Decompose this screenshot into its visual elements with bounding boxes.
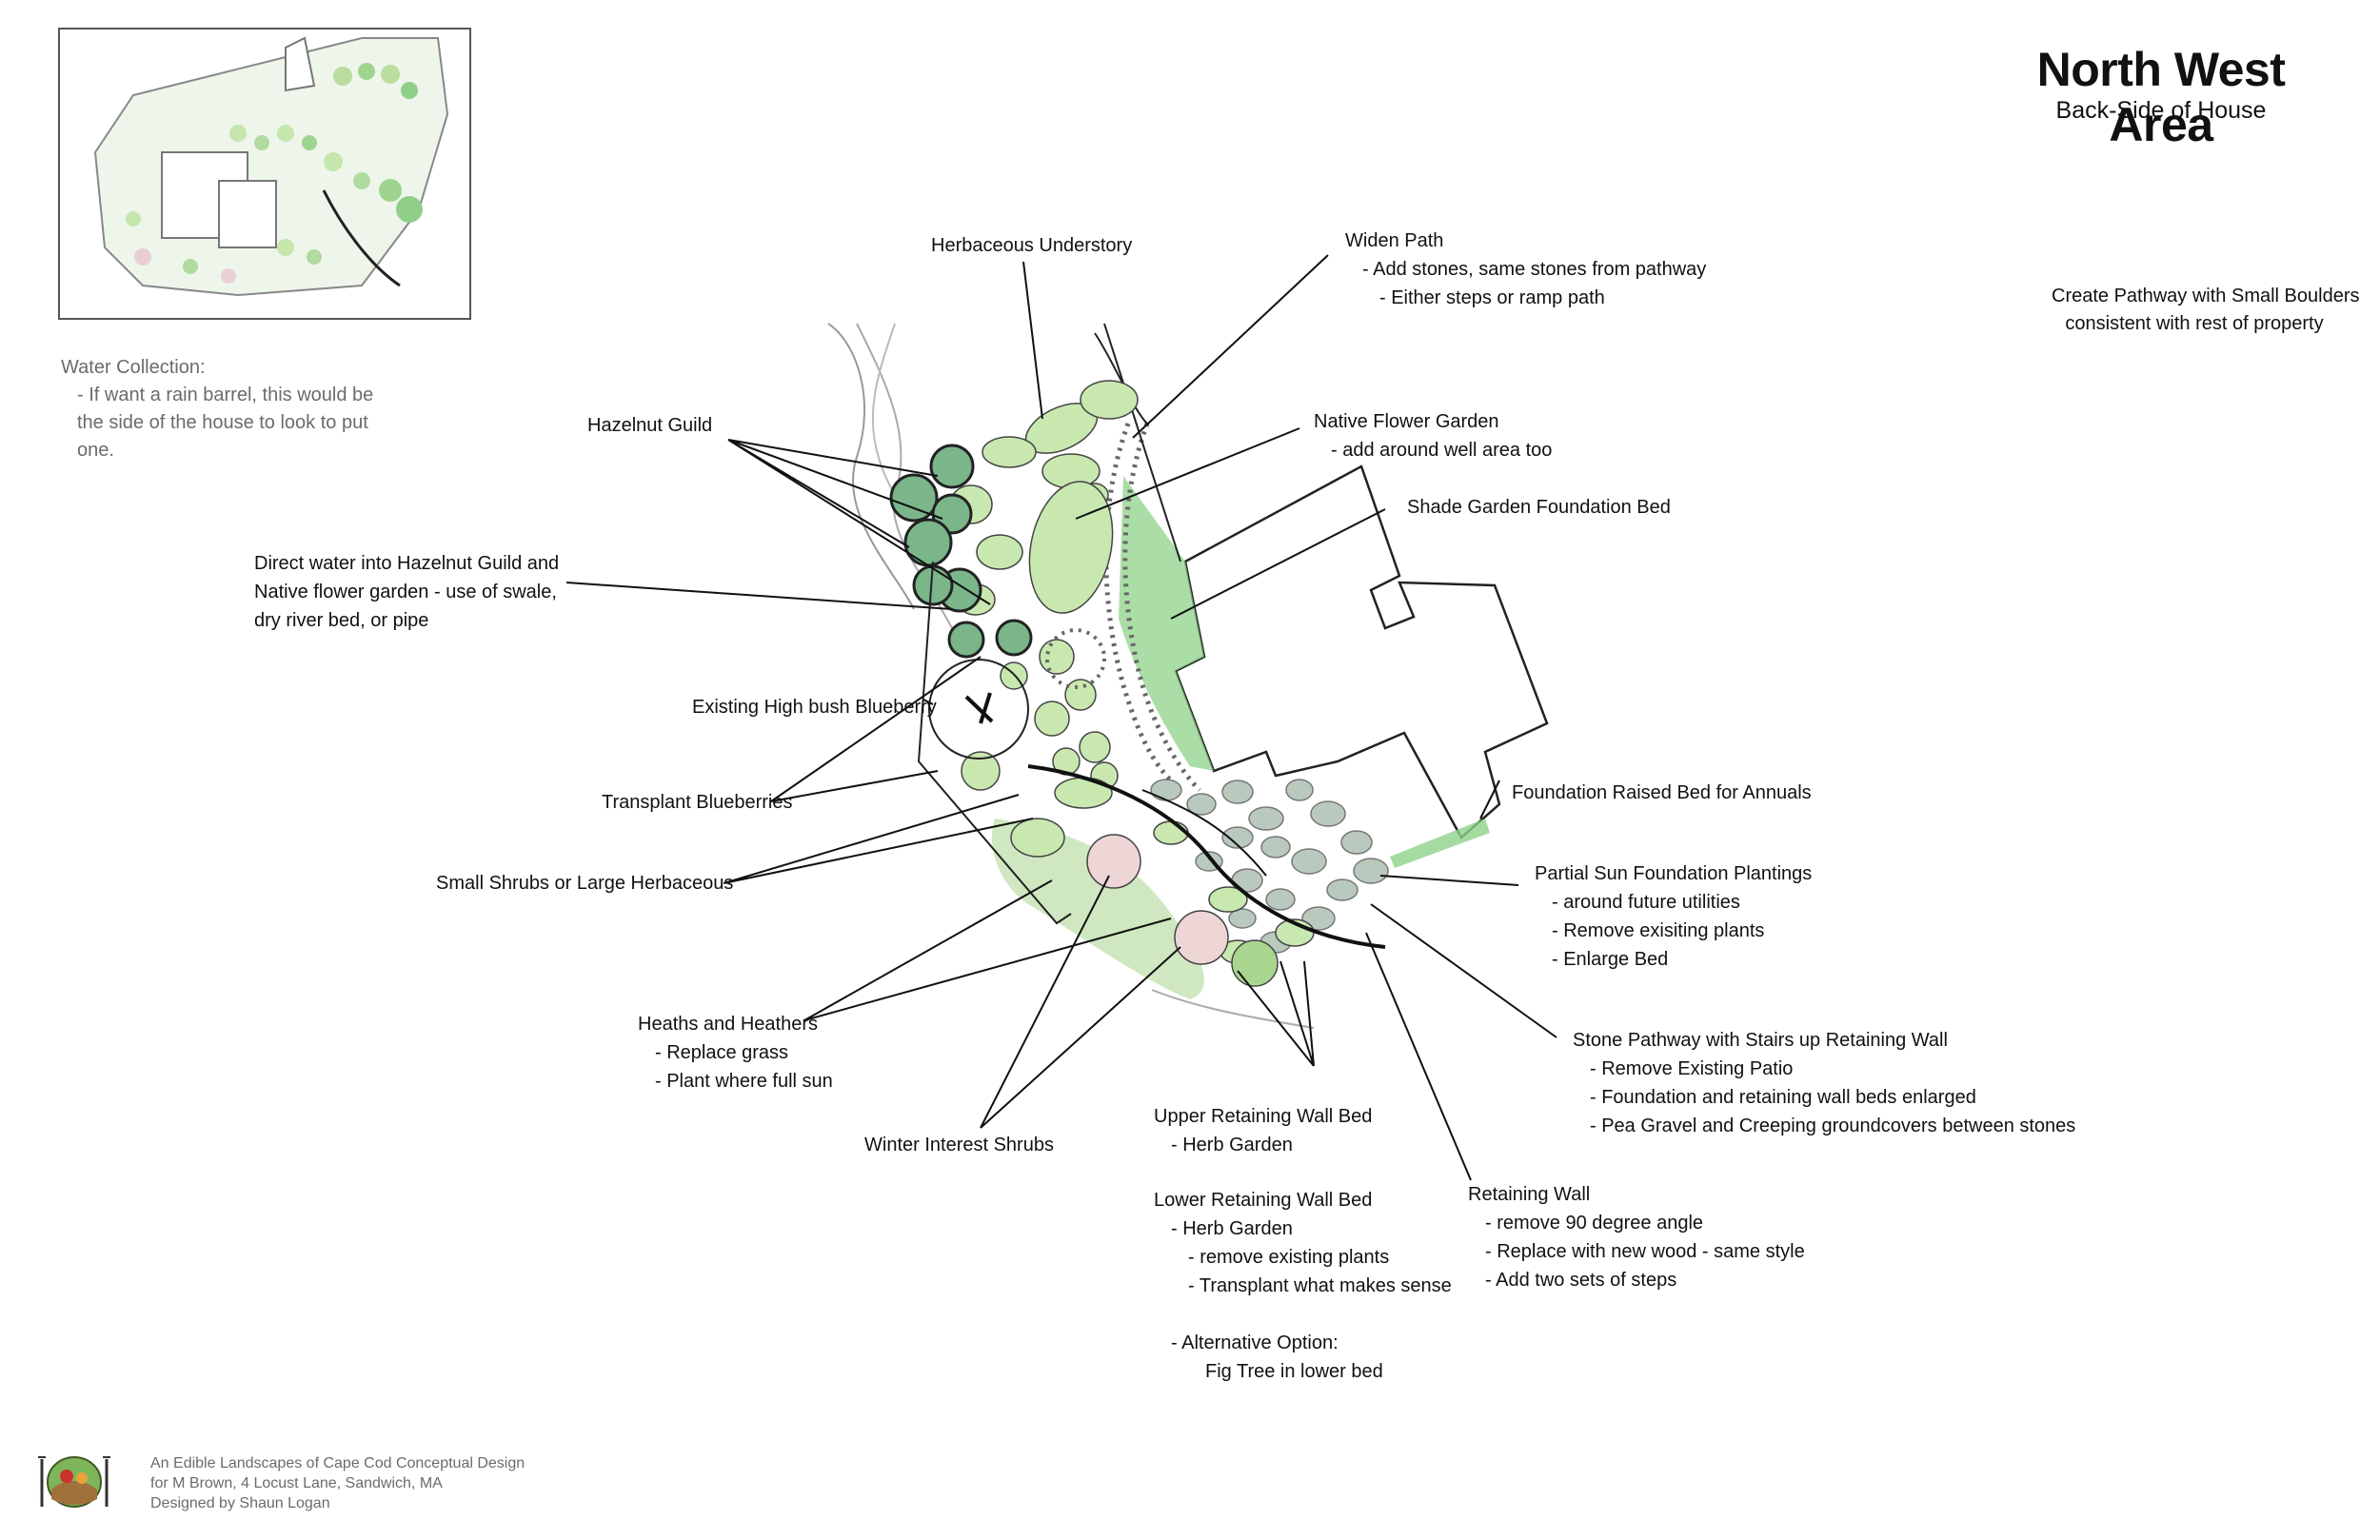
label-text: Direct water into Hazelnut Guild and <box>254 553 560 574</box>
water-collection-note: Water Collection: - If want a rain barre… <box>61 354 373 464</box>
credit-line: An Edible Landscapes of Cape Cod Concept… <box>150 1455 526 1471</box>
label-lower-retaining: Lower Retaining Wall Bed - Herb Garden -… <box>1154 1186 1452 1386</box>
label-text: Lower Retaining Wall Bed <box>1154 1190 1373 1211</box>
label-text: Native Flower Garden <box>1314 411 1499 432</box>
label-text: - Replace with new wood - same style <box>1485 1241 1805 1262</box>
label-text: Herbaceous Understory <box>931 235 1133 256</box>
note-heading: Water Collection: <box>61 357 206 378</box>
label-direct-water: Direct water into Hazelnut Guild and Nat… <box>254 549 559 635</box>
label-text: Small Shrubs or Large Herbaceous <box>436 873 734 894</box>
label-text: - Replace grass <box>655 1042 789 1063</box>
label-text: Fig Tree in lower bed <box>1205 1361 1383 1382</box>
label-native-flower-garden: Native Flower Garden - add around well a… <box>1314 407 1552 464</box>
label-transplant-blueberries: Transplant Blueberries <box>602 788 792 817</box>
key-map <box>58 28 471 320</box>
label-text: - Add two sets of steps <box>1485 1270 1677 1291</box>
label-existing-blueberry: Existing High bush Blueberry <box>692 693 937 721</box>
label-text: - Herb Garden <box>1171 1135 1293 1155</box>
label-upper-retaining: Upper Retaining Wall Bed - Herb Garden <box>1154 1102 1372 1159</box>
label-text: - Herb Garden <box>1171 1218 1293 1239</box>
label-partial-sun: Partial Sun Foundation Plantings - aroun… <box>1535 859 1812 974</box>
create-pathway-note: Create Pathway with Small Boulders consi… <box>2052 283 2360 338</box>
credit-line: Designed by Shaun Logan <box>150 1495 330 1511</box>
label-herbaceous-understory: Herbaceous Understory <box>931 231 1132 260</box>
label-text: - Alternative Option: <box>1171 1333 1339 1353</box>
note-line: - If want a rain barrel, this would be <box>77 385 374 405</box>
label-text: - add around well area too <box>1331 440 1553 461</box>
label-hazelnut-guild: Hazelnut Guild <box>587 411 712 440</box>
label-text: Shade Garden Foundation Bed <box>1407 497 1671 518</box>
label-text: Foundation Raised Bed for Annuals <box>1512 782 1812 803</box>
note-line: the side of the house to look to put <box>77 412 368 433</box>
page-title: North West Area <box>2036 43 2286 151</box>
label-text: dry river bed, or pipe <box>254 610 429 631</box>
label-text: Upper Retaining Wall Bed <box>1154 1106 1373 1127</box>
design-credit: An Edible Landscapes of Cape Cod Concept… <box>150 1453 525 1513</box>
label-text: Heaths and Heathers <box>638 1014 819 1035</box>
label-shade-garden: Shade Garden Foundation Bed <box>1407 493 1671 522</box>
label-text: Widen Path <box>1345 230 1444 251</box>
edible-landscapes-logo <box>38 1456 110 1508</box>
note-line: Create Pathway with Small Boulders <box>2052 286 2360 306</box>
landscape-plan <box>827 323 1549 1029</box>
label-text: Hazelnut Guild <box>587 415 713 436</box>
label-foundation-raised-bed: Foundation Raised Bed for Annuals <box>1512 779 1812 807</box>
label-text: - Foundation and retaining wall beds enl… <box>1590 1087 1976 1108</box>
label-retaining-wall: Retaining Wall - remove 90 degree angle … <box>1468 1180 1805 1294</box>
label-text: - remove 90 degree angle <box>1485 1213 1704 1234</box>
credit-line: for M Brown, 4 Locust Lane, Sandwich, MA <box>150 1475 443 1491</box>
label-small-shrubs: Small Shrubs or Large Herbaceous <box>436 869 733 898</box>
label-text: - remove existing plants <box>1188 1247 1390 1268</box>
label-spacer <box>1154 1300 1452 1329</box>
label-stone-pathway: Stone Pathway with Stairs up Retaining W… <box>1573 1026 2075 1140</box>
label-text: - Add stones, same stones from pathway <box>1362 259 1707 280</box>
label-text: Native flower garden - use of swale, <box>254 582 557 602</box>
label-text: - Either steps or ramp path <box>1379 287 1605 308</box>
label-text: - Remove exisiting plants <box>1552 920 1765 941</box>
label-text: - Enlarge Bed <box>1552 949 1669 970</box>
leader-lines <box>565 254 1557 1181</box>
label-widen-path: Widen Path - Add stones, same stones fro… <box>1345 227 1706 312</box>
label-text: - around future utilities <box>1552 892 1740 913</box>
label-text: - Transplant what makes sense <box>1188 1275 1452 1296</box>
label-text: Transplant Blueberries <box>602 792 793 813</box>
label-text: Existing High bush Blueberry <box>692 697 937 718</box>
note-line: one. <box>77 440 114 461</box>
label-text: - Pea Gravel and Creeping groundcovers b… <box>1590 1116 2076 1136</box>
note-line: consistent with rest of property <box>2065 313 2324 334</box>
label-text: Winter Interest Shrubs <box>864 1135 1054 1155</box>
label-text: - Remove Existing Patio <box>1590 1058 1794 1079</box>
label-text: - Plant where full sun <box>655 1071 833 1092</box>
label-heaths: Heaths and Heathers - Replace grass - Pl… <box>638 1010 833 1096</box>
label-winter-interest: Winter Interest Shrubs <box>864 1131 1054 1159</box>
label-text: Stone Pathway with Stairs up Retaining W… <box>1573 1030 1948 1051</box>
page-subtitle: Back-Side of House <box>2055 97 2267 124</box>
label-text: Partial Sun Foundation Plantings <box>1535 863 1813 884</box>
label-text: Retaining Wall <box>1468 1184 1591 1205</box>
